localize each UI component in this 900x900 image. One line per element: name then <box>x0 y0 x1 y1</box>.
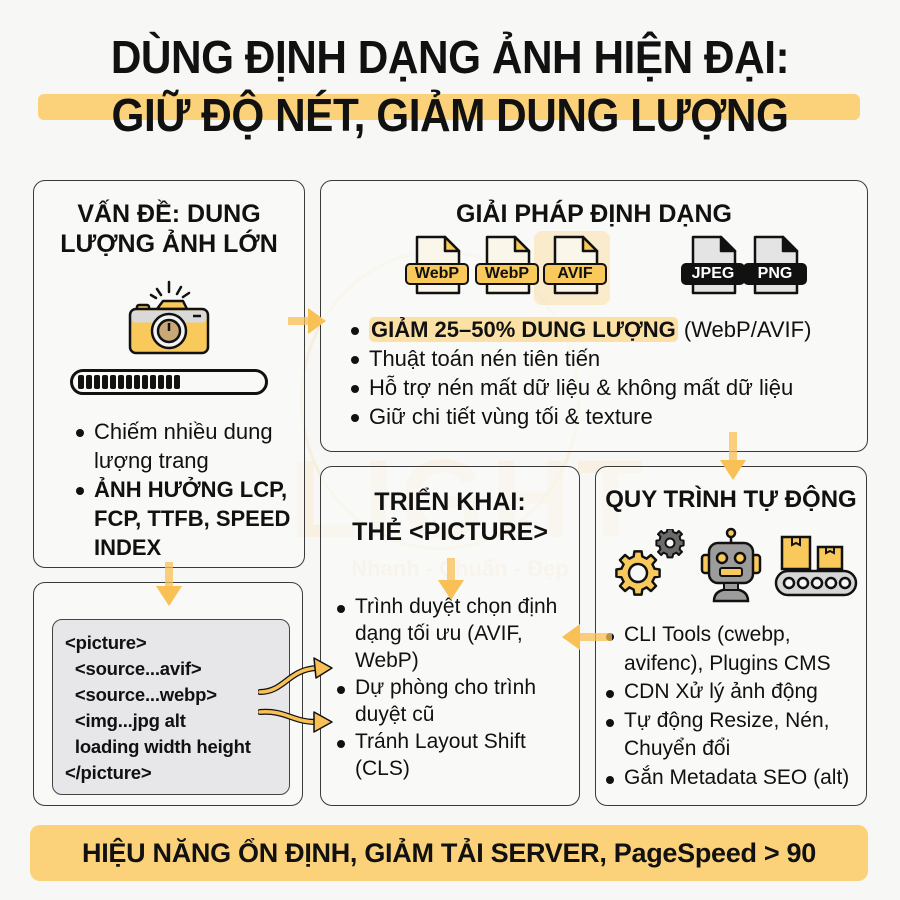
format-file-icons: WebP WebP AVIF JPEG PNG <box>321 235 867 303</box>
highlight-text: GIẢM 25–50% DUNG LƯỢNG <box>369 317 678 342</box>
problem-card: VẤN ĐỀ: DUNG LƯỢNG ẢNH LỚN Chiếm <box>33 180 305 568</box>
bullet-item: GIẢM 25–50% DUNG LƯỢNG (WebP/AVIF) <box>347 315 811 344</box>
deploy-title-line-1: TRIỂN KHAI: <box>374 488 526 516</box>
picture-code-snippet: <picture> <source...avif> <source...webp… <box>52 619 290 795</box>
gears-icon <box>615 529 685 596</box>
bullet-item: Tự động Resize, Nén, Chuyển đổi <box>602 707 864 764</box>
automation-title: QUY TRÌNH TỰ ĐỘNG <box>605 486 857 513</box>
solution-title: GIẢI PHÁP ĐỊNH DẠNG <box>456 200 732 228</box>
title-line-1: DÙNG ĐỊNH DẠNG ẢNH HIỆN ĐẠI: <box>110 31 790 83</box>
code-line: <picture> <box>65 632 147 653</box>
page-title: DÙNG ĐỊNH DẠNG ẢNH HIỆN ĐẠI: GIỮ ĐỘ NÉT,… <box>0 28 900 144</box>
code-line: </picture> <box>65 762 152 783</box>
arrow-down-icon <box>720 432 746 480</box>
avif-file-icon: AVIF <box>543 235 607 297</box>
automation-icons <box>596 527 866 603</box>
problem-title-line-2: LƯỢNG ẢNH LỚN <box>60 230 278 258</box>
webp-file-icon: WebP <box>405 235 469 297</box>
code-line: <img...jpg alt <box>65 710 186 731</box>
deploy-title-line-2: THẺ <PICTURE> <box>352 518 548 546</box>
bullet-item: Dự phòng cho trình duyệt cũ <box>333 674 573 728</box>
bullet-item: Trình duyệt chọn định dạng tối ưu (AVIF,… <box>333 593 573 674</box>
bullet-item: Giữ chi tiết vùng tối & texture <box>347 402 811 431</box>
deploy-title: TRIỂN KHAI: THẺ <PICTURE> <box>321 487 579 547</box>
bullet-item: Tránh Layout Shift (CLS) <box>333 728 573 782</box>
bullet-item: Gắn Metadata SEO (alt) <box>602 764 864 793</box>
code-line: <source...avif> <box>65 658 202 679</box>
automation-bullets: CLI Tools (cwebp, avifenc), Plugins CMS … <box>602 621 864 792</box>
curved-arrow-icon <box>258 657 333 695</box>
problem-title-line-1: VẤN ĐỀ: DUNG <box>77 200 261 228</box>
problem-title: VẤN ĐỀ: DUNG LƯỢNG ẢNH LỚN <box>34 199 304 259</box>
code-card: <picture> <source...avif> <source...webp… <box>33 582 303 806</box>
deploy-card: TRIỂN KHAI: THẺ <PICTURE> Trình duyệt ch… <box>320 466 580 806</box>
footer-banner: HIỆU NĂNG ỔN ĐỊNH, GIẢM TẢI SERVER, Page… <box>30 825 868 881</box>
code-line: <source...webp> <box>65 684 217 705</box>
arrow-down-icon <box>156 562 182 606</box>
bullet-item: CLI Tools (cwebp, avifenc), Plugins CMS <box>602 621 864 678</box>
conveyor-belt-icon <box>774 535 858 597</box>
bullet-item: ẢNH HƯỞNG LCP, FCP, TTFB, SPEED INDEX <box>72 475 302 562</box>
bullet-item: Thuật toán nén tiên tiến <box>347 344 811 373</box>
title-highlight <box>38 94 860 120</box>
arrow-right-icon <box>288 308 326 334</box>
solution-bullets: GIẢM 25–50% DUNG LƯỢNG (WebP/AVIF) Thuật… <box>347 315 811 431</box>
curved-arrow-icon <box>258 708 333 733</box>
problem-bullets: Chiếm nhiều dung lượng trang ẢNH HƯỞNG L… <box>72 417 302 562</box>
deploy-bullets: Trình duyệt chọn định dạng tối ưu (AVIF,… <box>333 593 573 782</box>
robot-icon <box>700 527 762 603</box>
bullet-item: Hỗ trợ nén mất dữ liệu & không mất dữ li… <box>347 373 811 402</box>
bullet-item: CDN Xử lý ảnh động <box>602 678 864 707</box>
jpeg-file-icon: JPEG <box>681 235 745 297</box>
progress-fill <box>78 375 260 389</box>
arrow-down-icon <box>438 558 464 600</box>
code-line: loading width height <box>65 736 251 757</box>
bullet-rest: (WebP/AVIF) <box>677 317 812 342</box>
arrow-left-icon <box>562 624 612 650</box>
bullet-item: Chiếm nhiều dung lượng trang <box>72 417 302 475</box>
solution-card: GIẢI PHÁP ĐỊNH DẠNG WebP WebP AVIF JPEG … <box>320 180 868 452</box>
camera-icon <box>127 279 211 355</box>
file-size-progress-bar <box>70 369 268 395</box>
png-file-icon: PNG <box>743 235 807 297</box>
webp-file-icon: WebP <box>475 235 539 297</box>
automation-card: QUY TRÌNH TỰ ĐỘNG <box>595 466 867 806</box>
title-line-2: GIỮ ĐỘ NÉT, GIẢM DUNG LƯỢNG <box>111 89 789 141</box>
